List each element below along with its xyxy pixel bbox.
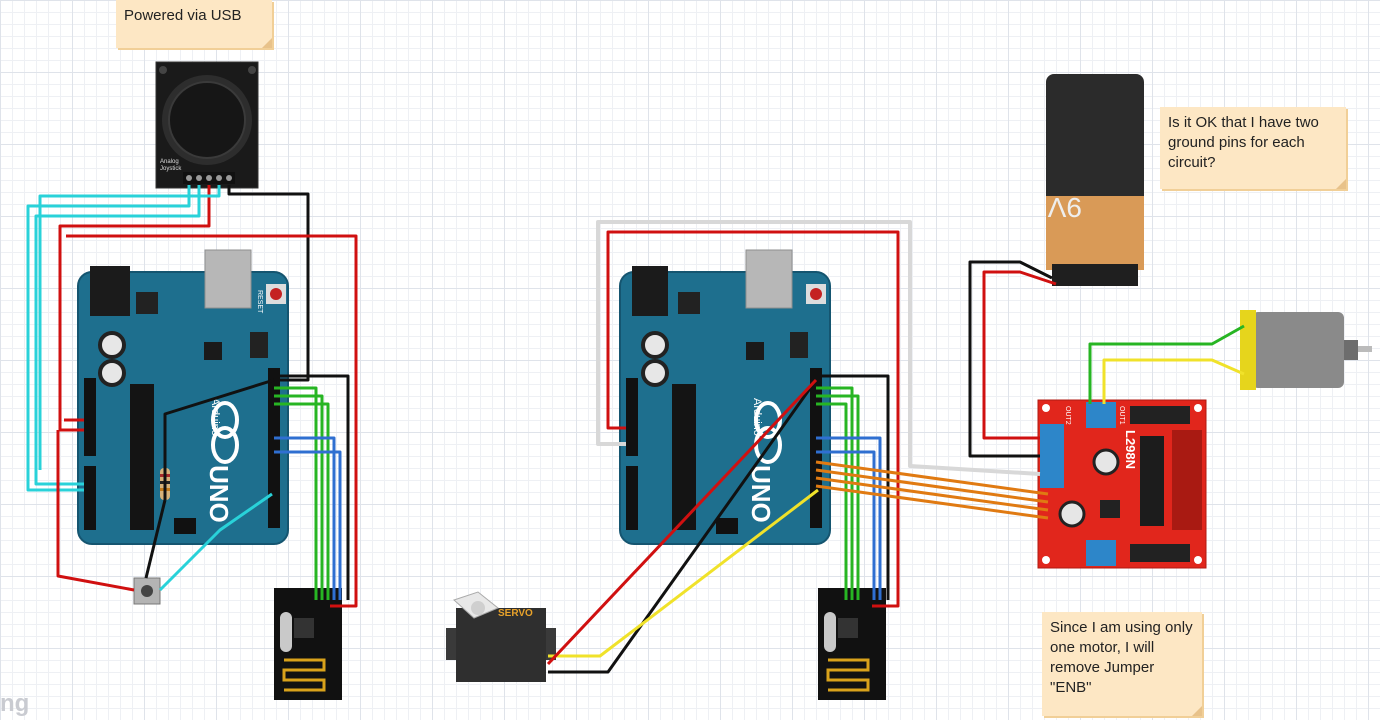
chip (204, 342, 222, 360)
wire-green (274, 394, 324, 600)
note-jumper: Since I am using only one motor, I will … (1042, 612, 1202, 716)
wire-cyan (158, 492, 273, 592)
wire-blue (816, 436, 882, 600)
wire-black (227, 185, 310, 382)
l298n-driver[interactable]: L298N OUT2 OUT1 (1037, 399, 1207, 569)
wire-red (982, 270, 1057, 440)
joystick-label: Analog (160, 159, 179, 165)
wire-orange (815, 468, 1049, 504)
dc-motor[interactable] (1240, 310, 1372, 390)
watermark: ng (0, 690, 30, 717)
wire-orange (815, 460, 1049, 496)
wire-red (58, 185, 211, 432)
wire-black (548, 379, 818, 674)
wire-white (596, 220, 1041, 476)
wire-yellow (548, 488, 819, 658)
joystick-module[interactable]: Analog Joystick (155, 61, 259, 189)
wire-green (816, 386, 854, 600)
note-ground-question: Is it OK that I have two ground pins for… (1160, 107, 1346, 189)
wire-blue (274, 450, 342, 600)
arduino-text: Arduino (751, 398, 763, 436)
battery-label: 9V (1047, 192, 1082, 223)
digital-header (268, 368, 280, 528)
joystick-label: Joystick (160, 166, 182, 172)
wires (26, 185, 1245, 674)
wire-red (56, 418, 135, 592)
wire-yellow (1102, 358, 1245, 404)
wire-black (144, 499, 167, 579)
out1-label: OUT1 (1118, 406, 1125, 425)
servo-motor[interactable]: SERVO (446, 591, 556, 682)
microcontroller (130, 384, 154, 530)
wire-black (816, 374, 890, 600)
regulator (136, 292, 158, 314)
uno-label: UNO (746, 465, 776, 523)
analog-header (84, 466, 96, 530)
power-header (84, 378, 96, 456)
wire-cyan (38, 185, 221, 470)
wire-black (274, 374, 350, 600)
terminal-block (1086, 402, 1116, 428)
usb-port (204, 249, 252, 309)
note-powered-usb: Powered via USB (116, 0, 272, 48)
wire-green (274, 402, 330, 600)
wire-red (546, 378, 818, 666)
arduino-right[interactable]: UNO Arduino (619, 249, 831, 545)
wire-blue (816, 450, 876, 600)
out2-label: OUT2 (1064, 406, 1071, 425)
power-jack (90, 266, 130, 316)
wire-green (1088, 324, 1245, 404)
wire-orange (815, 484, 1049, 520)
wire-cyan (34, 185, 201, 486)
wire-orange (815, 476, 1049, 512)
wire-black (163, 378, 275, 500)
servo-label: SERVO (498, 608, 533, 619)
arduino-logo: UNO Arduino (204, 398, 239, 523)
heatsink (1140, 436, 1164, 526)
push-button[interactable] (133, 577, 161, 605)
battery-9v[interactable]: 9V (1046, 74, 1144, 286)
wire-blue (274, 436, 336, 600)
wire-green (274, 386, 318, 600)
wire-green (816, 394, 860, 600)
capacitor (98, 331, 126, 359)
arduino-left[interactable]: RESET UNO Arduino (77, 249, 289, 545)
icsp-bottom (174, 518, 196, 534)
wire-green (816, 402, 848, 600)
driver-label: L298N (1123, 430, 1138, 469)
terminal-block (1040, 424, 1064, 488)
reset-label: RESET (256, 290, 263, 314)
wire-red (606, 230, 900, 608)
arduino-text: Arduino (209, 398, 221, 436)
wire-black (968, 260, 1053, 458)
capacitor (98, 359, 126, 387)
icsp-header (250, 332, 268, 358)
uno-label: UNO (204, 465, 234, 523)
wire-cyan (26, 185, 191, 492)
wire-red (66, 234, 358, 608)
terminal-block (1086, 540, 1116, 566)
